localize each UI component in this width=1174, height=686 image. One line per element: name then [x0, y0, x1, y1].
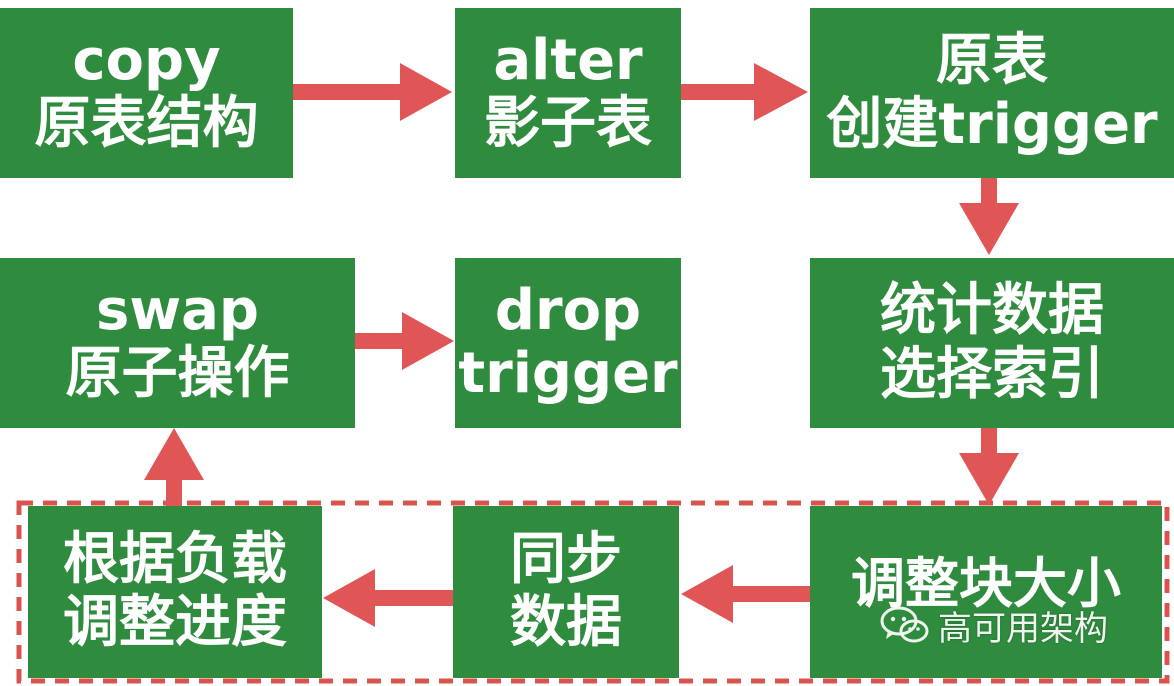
step-alter-line1: alter: [493, 28, 643, 94]
step-create-trigger: 原表 创建trigger: [810, 8, 1174, 178]
step-drop-line2: trigger: [458, 341, 678, 406]
step-copy-line2: 原表结构: [34, 91, 259, 156]
step-adjust-chunk-size: 调整块大小: [810, 506, 1162, 678]
arrow-chunk-to-sync: [681, 565, 810, 623]
step-swap-line1: swap: [96, 278, 259, 344]
arrow-swap-to-drop: [355, 312, 454, 370]
step-trigger-line1: 原表: [936, 28, 1048, 94]
step-trigger-line2: 创建trigger: [826, 92, 1158, 157]
arrow-throttle-to-swap: [144, 428, 204, 506]
arrow-alter-to-trigger: [681, 63, 808, 121]
wechat-icon: [880, 606, 929, 643]
step-throttle-line2: 调整进度: [63, 590, 287, 655]
step-copy-table-structure: copy 原表结构: [0, 8, 293, 178]
step-alter-line2: 影子表: [484, 91, 652, 156]
arrow-copy-to-alter: [293, 63, 452, 121]
step-sync-data: 同步 数据: [453, 506, 679, 678]
step-chunk-line1: 调整块大小: [851, 552, 1121, 615]
step-drop-line1: drop: [494, 278, 642, 344]
step-sync-line1: 同步: [510, 527, 622, 593]
step-stats-line2: 选择索引: [880, 342, 1104, 407]
step-throttle-by-load: 根据负载 调整进度: [28, 506, 322, 678]
watermark-text: 高可用架构: [938, 608, 1108, 649]
arrow-stats-to-chunk: [959, 428, 1019, 505]
step-drop-trigger: drop trigger: [455, 258, 681, 428]
step-throttle-line1: 根据负载: [63, 527, 287, 593]
arrow-trigger-to-stats: [959, 178, 1019, 255]
arrow-sync-to-throttle: [323, 569, 453, 627]
watermark: 高可用架构: [880, 600, 1150, 650]
step-alter-shadow-table: alter 影子表: [455, 8, 681, 178]
step-sync-line2: 数据: [510, 590, 622, 655]
step-stats-select-index: 统计数据 选择索引: [810, 258, 1174, 428]
step-swap-atomic: swap 原子操作: [0, 258, 355, 428]
step-stats-line1: 统计数据: [880, 278, 1104, 344]
step-swap-line2: 原子操作: [65, 341, 290, 406]
step-copy-line1: copy: [72, 28, 221, 94]
